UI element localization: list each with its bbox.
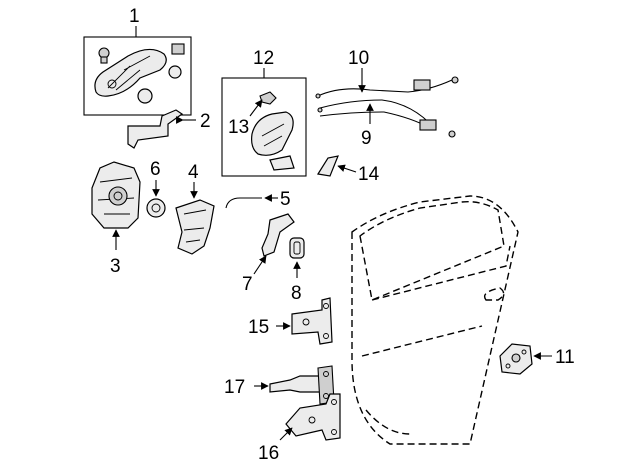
callout-9: 9	[361, 128, 372, 149]
callout-2: 2	[200, 111, 211, 132]
callout-15: 15	[248, 317, 269, 338]
part-12-inner-handle-group	[221, 68, 307, 177]
part-14-cover	[317, 155, 357, 177]
callout-8: 8	[291, 283, 302, 304]
part-1-outer-handle-group	[83, 26, 192, 116]
part-8-grommet	[289, 237, 305, 278]
callout-13: 13	[228, 117, 249, 138]
callout-14: 14	[358, 164, 380, 185]
part-7-rod	[253, 213, 295, 275]
callout-5: 5	[280, 189, 291, 210]
part-15-upper-hinge	[276, 297, 333, 345]
callout-3: 3	[110, 256, 121, 277]
part-4-lock-protector	[175, 182, 215, 255]
part-16-lower-hinge	[279, 393, 341, 441]
part-9-10-cables	[315, 68, 459, 138]
callout-1: 1	[129, 6, 140, 27]
part-17-door-check	[254, 365, 335, 405]
callout-7: 7	[242, 274, 253, 295]
callout-16: 16	[258, 443, 279, 464]
callout-12: 12	[253, 48, 274, 69]
part-6-seal	[146, 180, 166, 218]
rear-door-outline	[351, 195, 519, 445]
callout-11: 11	[555, 347, 575, 368]
callout-17: 17	[224, 377, 245, 398]
part-5-lock-rod	[225, 194, 278, 209]
part-11-striker	[499, 343, 552, 375]
part-2-bracket	[127, 109, 196, 149]
callout-10: 10	[348, 48, 369, 69]
callout-4: 4	[188, 162, 199, 183]
callout-6: 6	[150, 159, 161, 180]
part-3-door-lock-actuator	[91, 161, 141, 250]
